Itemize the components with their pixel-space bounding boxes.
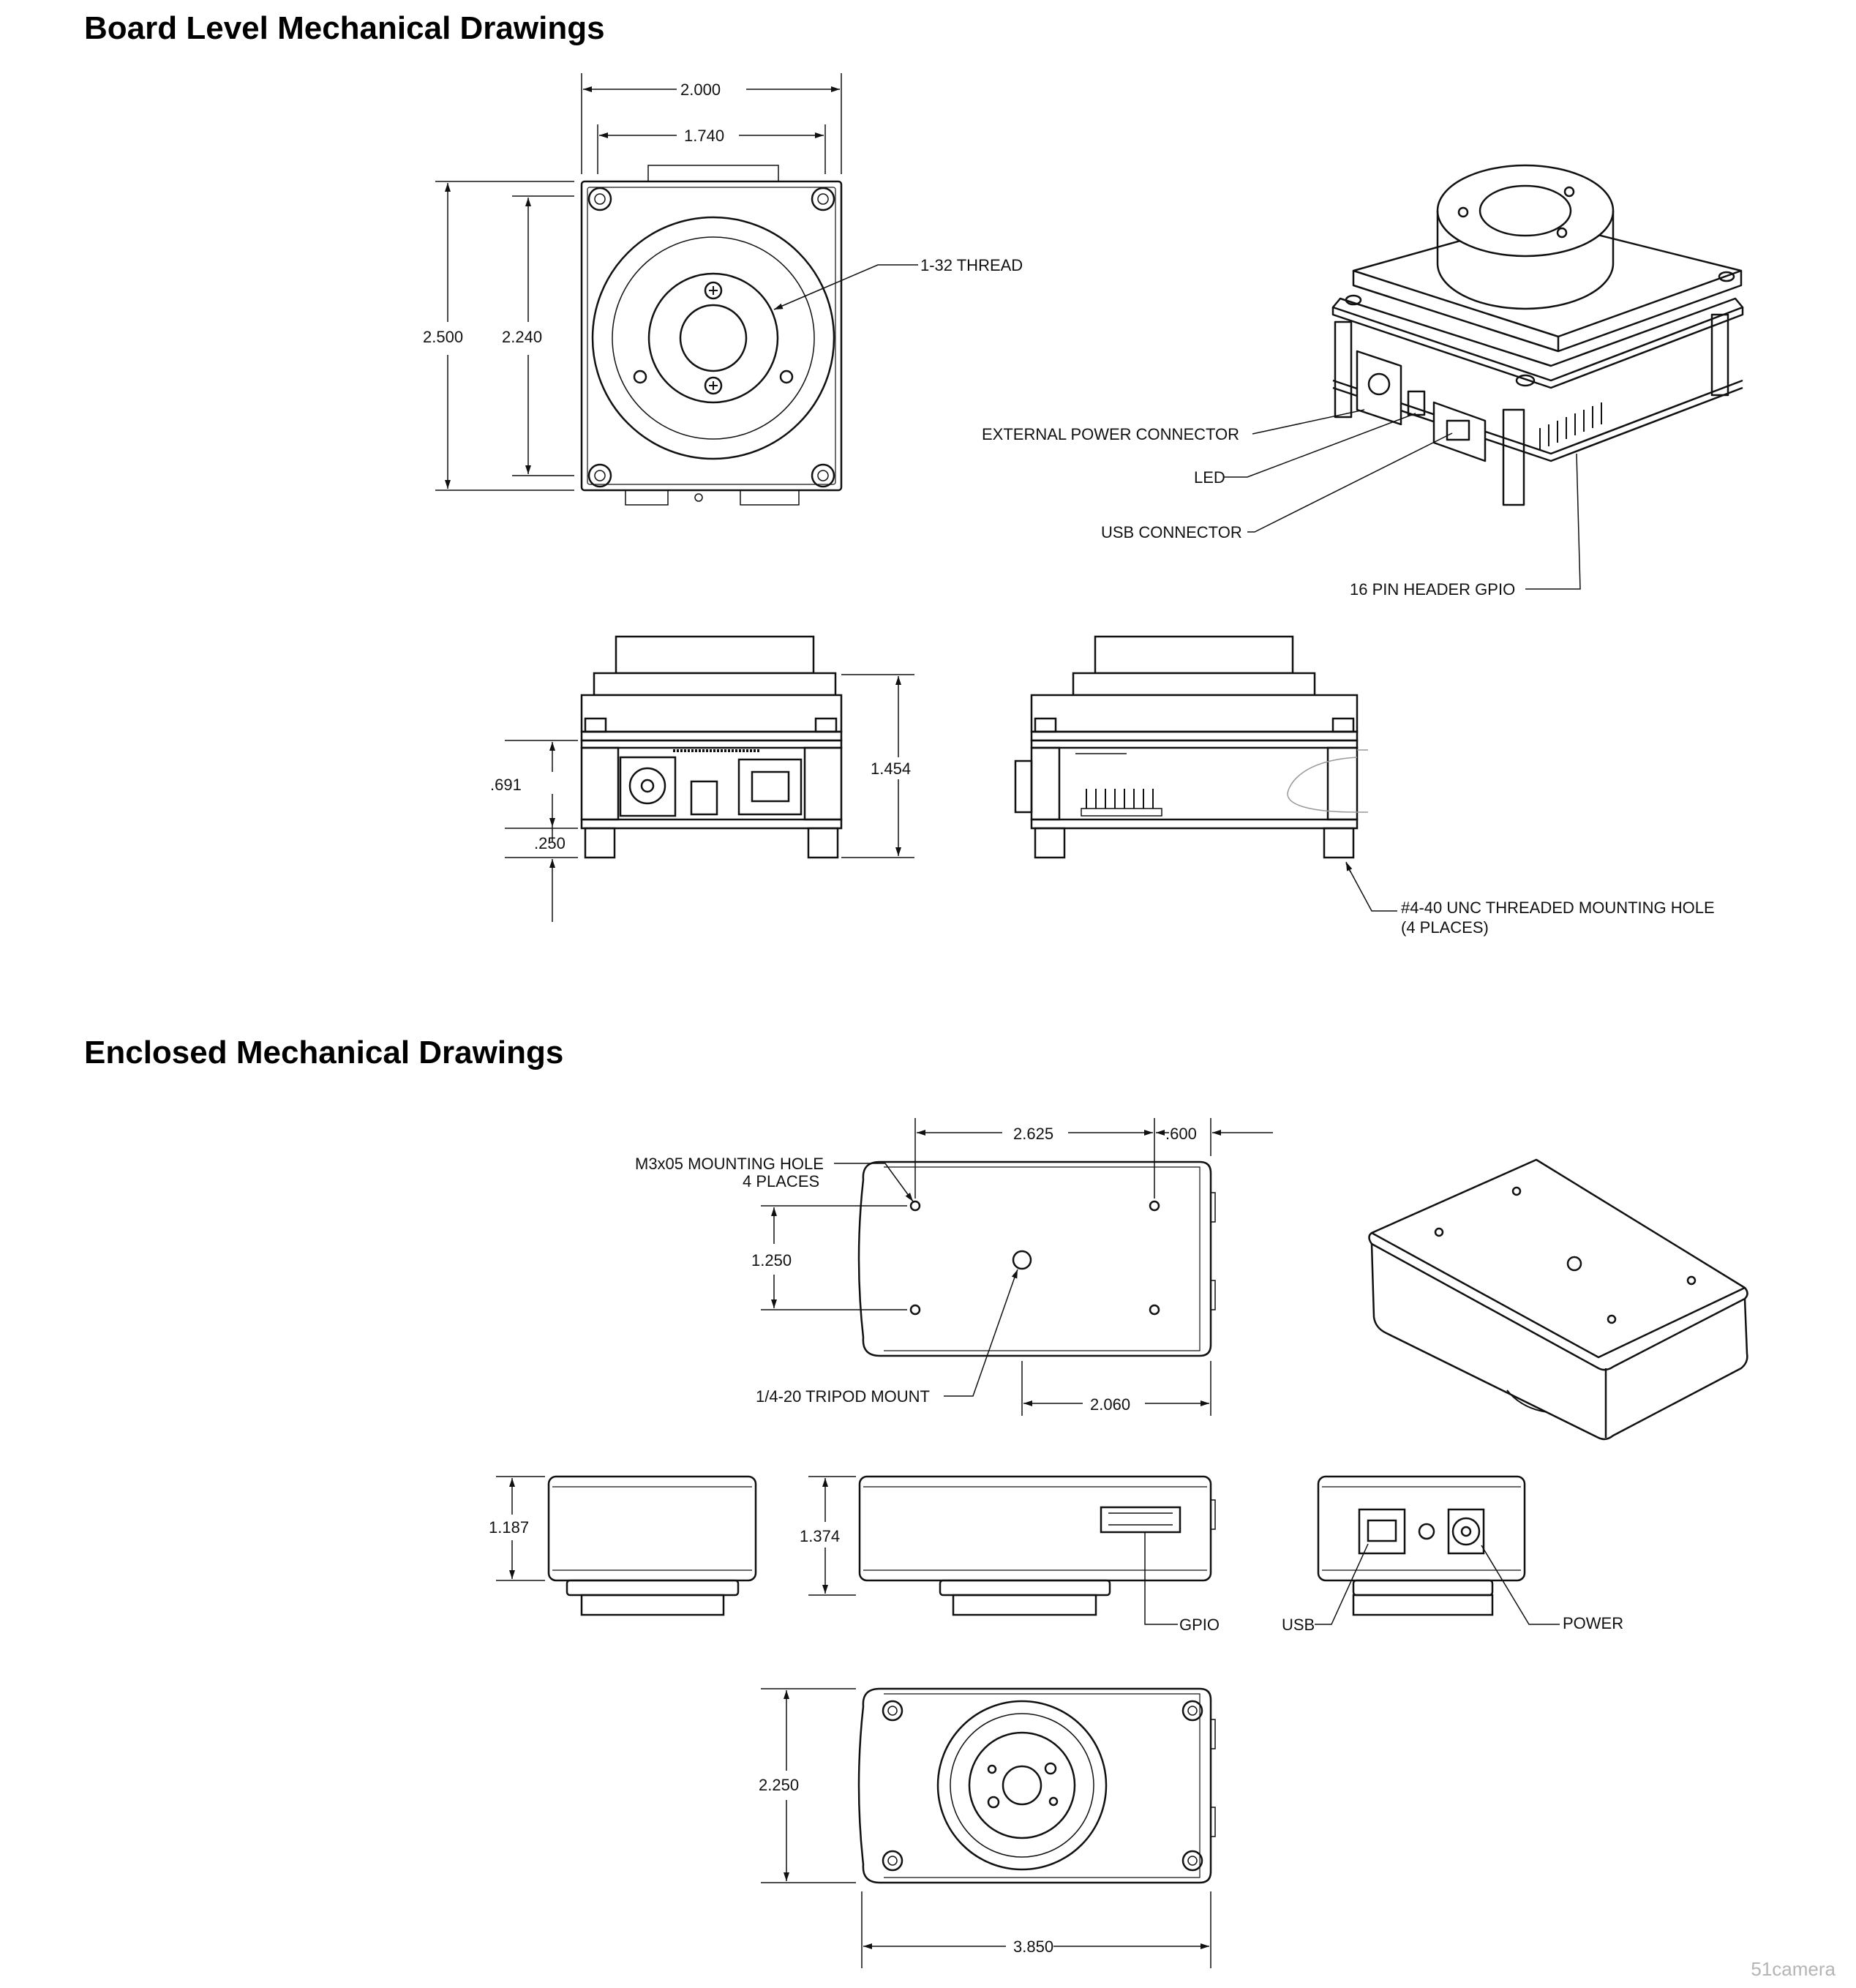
label-usb-connector: USB CONNECTOR (1101, 523, 1242, 541)
label-enclosed-mount-hole-line2: 4 PLACES (743, 1172, 819, 1190)
label-led: LED (1194, 468, 1225, 487)
board-section-title: Board Level Mechanical Drawings (84, 10, 605, 46)
dim-enclosed-tripod-offset: 2.060 (1090, 1395, 1130, 1414)
dim-board-width-outer: 2.000 (680, 80, 721, 99)
board-front-elevation-dims (505, 674, 914, 922)
board-side-elevation-leader (1345, 861, 1397, 912)
enclosed-lens-face (857, 1687, 1216, 1884)
dim-board-height-outer: 2.500 (423, 328, 463, 346)
enclosed-section-title: Enclosed Mechanical Drawings (84, 1035, 564, 1070)
board-front-dimensions (435, 73, 918, 491)
dim-enclosed-height-front: 1.187 (489, 1518, 529, 1537)
dim-enclosed-hole-spacing-y: 1.250 (751, 1251, 792, 1269)
enclosed-back-elevation (1317, 1475, 1526, 1616)
enclosed-bottom-view (857, 1160, 1216, 1357)
dim-enclosed-hole-spacing-x: 2.625 (1013, 1125, 1053, 1143)
label-mount-hole-line1: #4-40 UNC THREADED MOUNTING HOLE (1401, 899, 1715, 917)
dim-enclosed-edge-offset: .600 (1165, 1125, 1197, 1143)
dim-board-offset-250: .250 (534, 834, 566, 852)
label-enclosed-power: POWER (1563, 1614, 1623, 1632)
enclosed-elevation-dims (496, 1476, 1560, 1625)
enclosed-front-elevation (547, 1475, 757, 1616)
dim-enclosed-height-back: 2.250 (759, 1776, 799, 1794)
dim-enclosed-length: 3.850 (1013, 1938, 1053, 1956)
board-front-elevation (580, 635, 843, 859)
board-side-elevation (1014, 635, 1368, 859)
label-enclosed-mount-hole-line1: M3x05 MOUNTING HOLE (635, 1155, 824, 1173)
dim-board-width-inner: 1.740 (684, 127, 724, 145)
dim-enclosed-height-side: 1.374 (800, 1527, 840, 1545)
label-enclosed-usb: USB (1282, 1616, 1315, 1634)
dim-board-side-height: 1.454 (871, 759, 911, 778)
label-enclosed-gpio: GPIO (1179, 1616, 1220, 1634)
board-iso-view (1331, 164, 1744, 506)
enclosed-iso-view (1368, 1158, 1748, 1441)
label-gpio-header: 16 PIN HEADER GPIO (1350, 580, 1515, 599)
watermark-logo: 51camera (1751, 1958, 1836, 1980)
label-tripod-mount: 1/4-20 TRIPOD MOUNT (756, 1387, 930, 1406)
enclosed-lens-face-dims (761, 1688, 1211, 1968)
board-iso-leaders (1223, 409, 1581, 590)
dim-board-height-inner: 2.240 (502, 328, 542, 346)
dim-board-offset-691: .691 (490, 776, 522, 794)
label-ext-power-connector: EXTERNAL POWER CONNECTOR (982, 425, 1239, 443)
enclosed-bottom-dims (761, 1118, 1273, 1416)
board-front-view (580, 165, 843, 506)
label-thread: 1-32 THREAD (920, 256, 1023, 274)
label-mount-hole-line2: (4 PLACES) (1401, 918, 1489, 937)
enclosed-side-elevation (858, 1475, 1216, 1616)
